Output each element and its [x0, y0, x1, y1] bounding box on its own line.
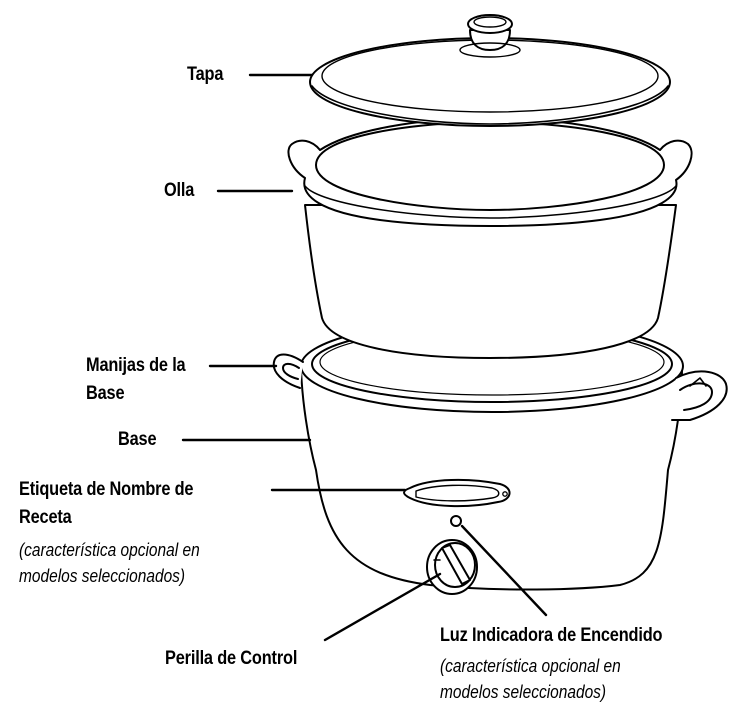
note-luz-line1: (característica opcional en — [440, 656, 621, 676]
label-etiqueta-line2: Receta — [19, 507, 72, 528]
label-luz: Luz Indicadora de Encendido — [440, 625, 663, 646]
leader-luz — [460, 524, 548, 617]
base-body — [300, 367, 683, 591]
pot-rim — [287, 117, 693, 227]
base-unit — [272, 319, 728, 595]
lid-rim — [309, 37, 671, 127]
lid-knob — [459, 14, 521, 58]
label-olla: Olla — [164, 180, 195, 201]
recipe-name-plate — [403, 478, 511, 508]
base-handle-left — [272, 353, 304, 389]
label-perilla: Perilla de Control — [165, 648, 298, 669]
note-etiqueta-line2: modelos seleccionados) — [19, 566, 186, 586]
leader-perilla — [323, 572, 442, 642]
leader-lines — [181, 73, 548, 642]
control-knob — [426, 539, 478, 595]
base-handle-right — [671, 370, 728, 421]
label-base: Base — [118, 429, 157, 450]
power-light — [450, 515, 462, 527]
label-manijas-line1: Manijas de la — [86, 355, 186, 376]
note-luz-line2: modelos seleccionados) — [440, 682, 607, 702]
note-etiqueta-line1: (característica opcional en — [19, 540, 200, 560]
label-tapa: Tapa — [187, 64, 224, 85]
label-etiqueta-line1: Etiqueta de Nombre de — [19, 479, 194, 500]
pot-rim-inner — [315, 121, 665, 211]
lid — [309, 14, 671, 127]
pot — [287, 117, 693, 359]
pot-body — [304, 204, 677, 359]
label-manijas-line2: Base — [86, 383, 125, 404]
